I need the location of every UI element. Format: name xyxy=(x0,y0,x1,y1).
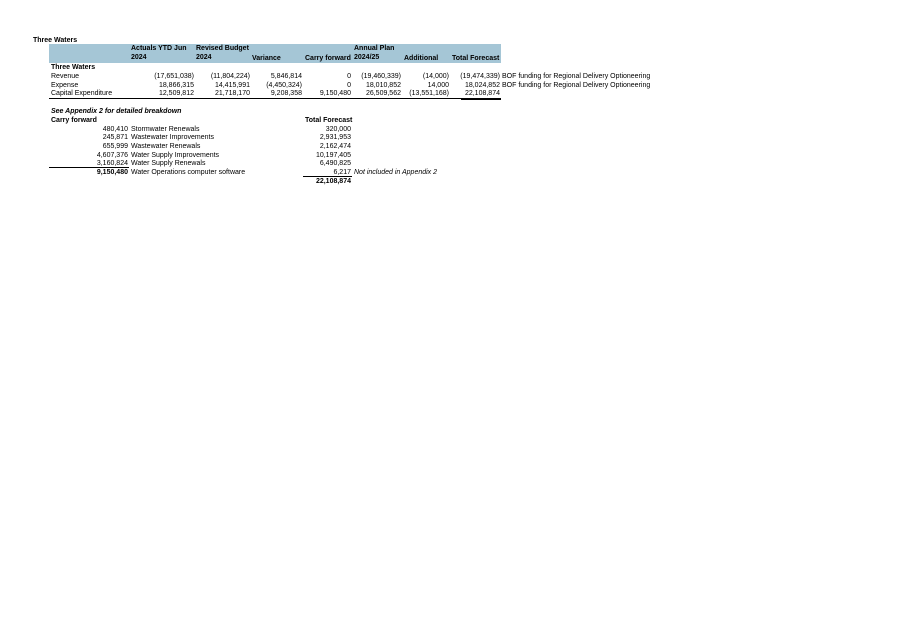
cell-total-forecast: 18,024,852 xyxy=(464,82,500,89)
item-name: Water Operations computer software xyxy=(131,169,246,176)
item-forecast: 6,217 xyxy=(333,169,351,176)
item-forecast: 6,490,825 xyxy=(319,160,351,167)
header-variance: Variance xyxy=(252,55,281,62)
row-note: BOF funding for Regional Delivery Option… xyxy=(502,82,651,89)
cell-actuals: 12,509,812 xyxy=(158,90,194,97)
item-forecast: 320,000 xyxy=(325,126,351,133)
item-forecast: 2,162,474 xyxy=(319,143,351,150)
item-amount: 480,410 xyxy=(102,126,128,133)
item-amount: 4,607,376 xyxy=(96,152,128,159)
sheet-title: Three Waters xyxy=(33,37,78,44)
carry-forward-forecast-heading: Total Forecast xyxy=(305,117,353,124)
item-name: Wastewater Improvements xyxy=(131,134,214,141)
cell-actuals: (17,651,038) xyxy=(154,73,194,80)
cell-variance: 9,208,358 xyxy=(270,90,302,97)
header-total-forecast: Total Forecast xyxy=(452,55,500,62)
header-carry-forward: Carry forward xyxy=(305,55,351,62)
row-label: Capital Expenditure xyxy=(51,90,113,97)
item-name: Stormwater Renewals xyxy=(131,126,200,133)
item-name: Water Supply Renewals xyxy=(131,160,206,167)
item-amount: 9,150,480 xyxy=(96,169,128,176)
item-forecast: 10,197,405 xyxy=(315,152,351,159)
forecast-total: 22,108,874 xyxy=(315,178,351,185)
cell-budget: 14,415,991 xyxy=(214,82,250,89)
header-actuals-ytd: Actuals YTD Jun xyxy=(131,45,187,52)
cell-carry-forward: 0 xyxy=(347,82,351,89)
row-note: BOF funding for Regional Delivery Option… xyxy=(502,73,651,80)
item-note: Not included in Appendix 2 xyxy=(354,169,438,176)
item-forecast: 2,931,953 xyxy=(319,134,351,141)
cell-total-forecast: 22,108,874 xyxy=(464,90,500,97)
header-annual-plan: Annual Plan xyxy=(354,45,395,52)
cell-total-forecast: (19,474,339) xyxy=(460,73,500,80)
header-revised-budget: Revised Budget xyxy=(196,45,249,52)
header-year-budget: 2024 xyxy=(196,54,212,61)
table-bottom-rule xyxy=(49,98,501,99)
cell-variance: 5,846,814 xyxy=(270,73,302,80)
carry-forward-subtotal-rule xyxy=(49,167,129,168)
cell-budget: (11,804,224) xyxy=(210,73,250,80)
header-additional: Additional xyxy=(404,55,439,62)
cell-carry-forward: 9,150,480 xyxy=(319,90,351,97)
item-amount: 3,160,824 xyxy=(96,160,128,167)
item-name: Wastewater Renewals xyxy=(131,143,201,150)
row-label: Revenue xyxy=(51,73,80,80)
appendix-note: See Appendix 2 for detailed breakdown xyxy=(51,108,182,115)
item-name: Water Supply Improvements xyxy=(131,152,220,159)
header-year-plan: 2024/25 xyxy=(354,54,380,61)
cell-carry-forward: 0 xyxy=(347,73,351,80)
item-amount: 245,871 xyxy=(102,134,128,141)
total-forecast-rule xyxy=(461,99,501,100)
carry-forward-heading: Carry forward xyxy=(51,117,97,124)
cell-additional: (13,551,168) xyxy=(409,90,449,97)
item-amount: 655,999 xyxy=(102,143,128,150)
forecast-total-rule xyxy=(303,176,352,177)
cell-actuals: 18,866,315 xyxy=(158,82,194,89)
cell-annual-plan: 26,509,562 xyxy=(365,90,401,97)
cell-additional: (14,000) xyxy=(422,73,449,80)
cell-additional: 14,000 xyxy=(427,82,449,89)
cell-annual-plan: 18,010,852 xyxy=(365,82,401,89)
section-label: Three Waters xyxy=(51,64,96,71)
cell-annual-plan: (19,460,339) xyxy=(361,73,401,80)
cell-budget: 21,718,170 xyxy=(214,90,250,97)
cell-variance: (4,450,324) xyxy=(266,82,302,89)
table-header-background xyxy=(49,44,501,63)
row-label: Expense xyxy=(51,82,79,89)
header-year-actuals: 2024 xyxy=(131,54,147,61)
